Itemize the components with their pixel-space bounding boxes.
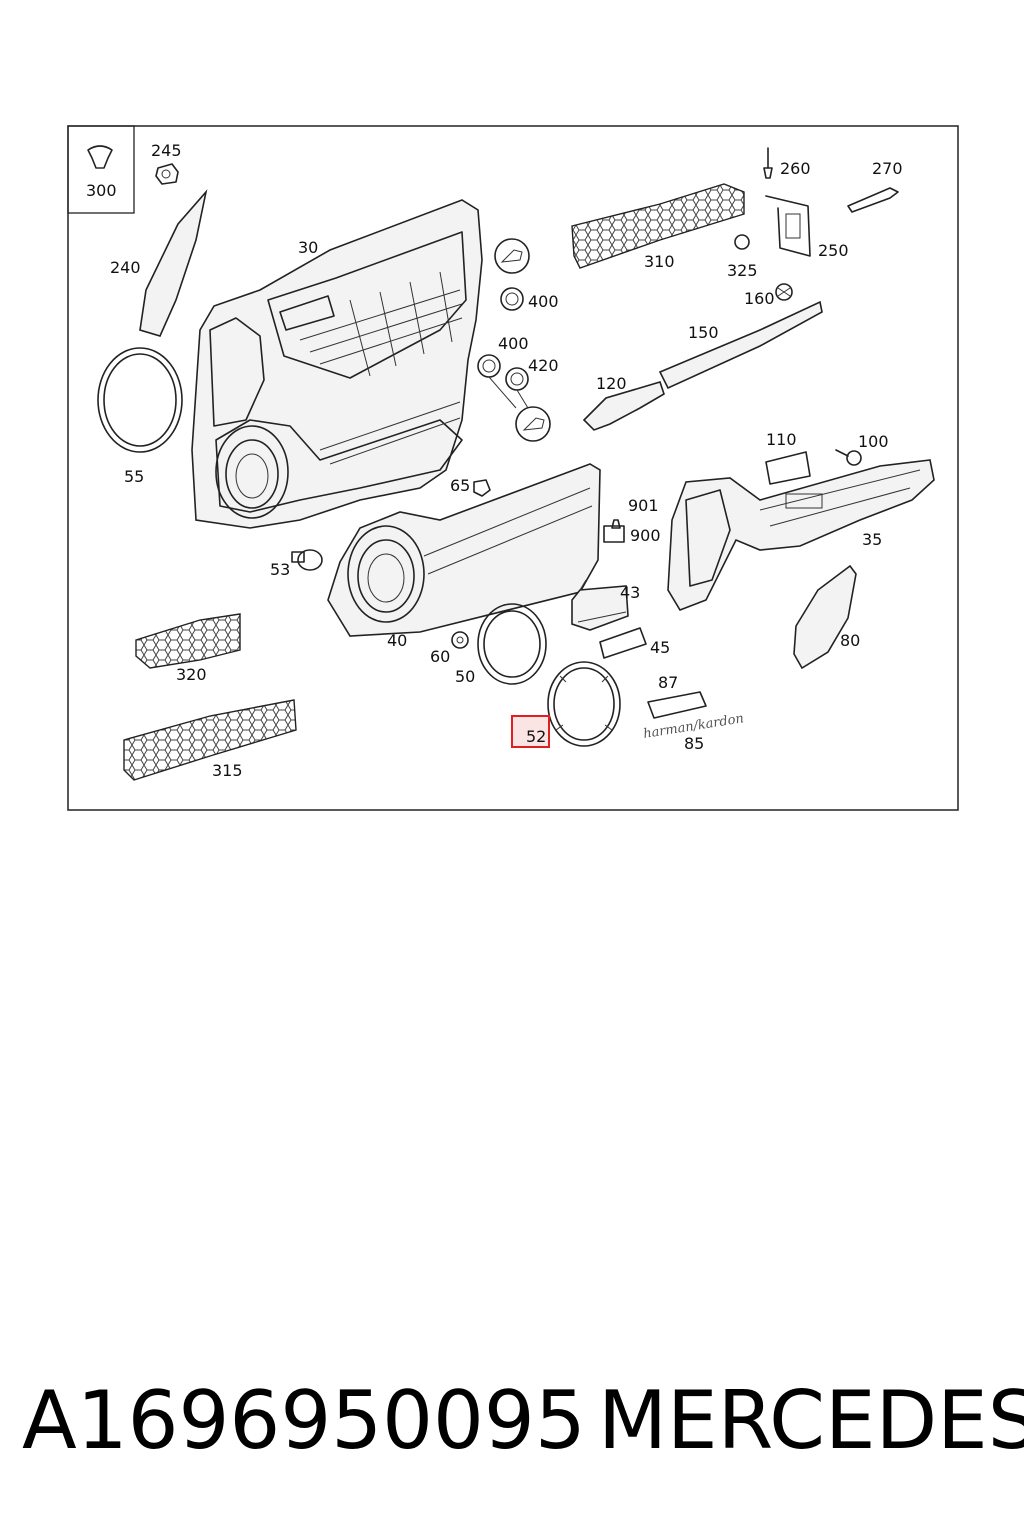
callout-150: 150 xyxy=(688,323,719,342)
callout-901: 901 xyxy=(628,496,659,515)
bracket-87-part xyxy=(647,691,707,719)
callout-400b: 400 xyxy=(498,334,529,353)
exploded-parts-diagram: harman/kardon 300 245 240 30 400 400 420… xyxy=(67,125,959,811)
callout-43: 43 xyxy=(620,583,640,602)
callout-270: 270 xyxy=(872,159,903,178)
fastener-60-icon xyxy=(451,631,469,649)
screw-100-icon xyxy=(835,449,862,466)
clip-325-icon xyxy=(734,234,750,250)
callout-320: 320 xyxy=(176,665,207,684)
clip-245-icon xyxy=(155,163,179,185)
grille-315-part xyxy=(123,699,297,781)
speaker-ring-50-part xyxy=(477,603,547,685)
callout-400a: 400 xyxy=(528,292,559,311)
callout-45: 45 xyxy=(650,638,670,657)
push-pin-53-icon xyxy=(291,549,323,571)
callout-245: 245 xyxy=(151,141,182,160)
callout-87: 87 xyxy=(658,673,678,692)
callout-65: 65 xyxy=(450,476,470,495)
callout-40: 40 xyxy=(387,631,407,650)
grommet-icon xyxy=(87,145,113,169)
callout-110: 110 xyxy=(766,430,797,449)
diagram-border xyxy=(67,125,959,811)
callout-60: 60 xyxy=(430,647,450,666)
clip-160-icon xyxy=(775,283,793,301)
part-number-label: A1696950095 xyxy=(22,1373,586,1467)
door-panel-40-part xyxy=(327,463,601,637)
fastener-400-420-group xyxy=(477,238,551,442)
brand-label: MERCEDES xyxy=(598,1373,1024,1467)
callout-52: 52 xyxy=(526,727,546,746)
cover-110-part xyxy=(765,451,811,485)
callout-240: 240 xyxy=(110,258,141,277)
switch-module-43-part xyxy=(571,519,629,631)
callout-250: 250 xyxy=(818,241,849,260)
trim-strip-240-part xyxy=(139,189,208,337)
callout-53: 53 xyxy=(270,560,290,579)
callout-900-label: 900 xyxy=(630,526,661,545)
handle-120-part xyxy=(582,381,665,431)
footer: A1696950095 MERCEDES xyxy=(0,1365,1024,1475)
callout-325: 325 xyxy=(727,261,758,280)
speaker-trim-ring-52-part xyxy=(547,661,621,747)
callout-310: 310 xyxy=(644,252,675,271)
panel-80-part xyxy=(793,564,857,670)
callout-80: 80 xyxy=(840,631,860,650)
callout-35: 35 xyxy=(862,530,882,549)
screw-260-icon xyxy=(763,147,773,179)
inset-box-300 xyxy=(67,125,135,214)
grille-320-part xyxy=(135,613,241,669)
callout-160: 160 xyxy=(744,289,775,308)
door-panel-30-part xyxy=(191,199,483,529)
callout-50: 50 xyxy=(455,667,475,686)
callout-420: 420 xyxy=(528,356,559,375)
grille-310-part xyxy=(571,183,745,269)
callout-85: 85 xyxy=(684,734,704,753)
gasket-ring-55-part xyxy=(97,347,183,453)
highlight-box-52 xyxy=(511,715,550,748)
callout-100: 100 xyxy=(858,432,889,451)
callout-120: 120 xyxy=(596,374,627,393)
callout-30: 30 xyxy=(298,238,318,257)
rivet-270-icon xyxy=(847,187,899,213)
callout-315: 315 xyxy=(212,761,243,780)
clip-65-icon xyxy=(473,479,491,497)
cover-45-part xyxy=(599,627,647,659)
bracket-250-part xyxy=(765,195,811,257)
trim-strip-150-part xyxy=(658,300,823,390)
callout-55: 55 xyxy=(124,467,144,486)
callout-300: 300 xyxy=(86,181,117,200)
door-panel-35-part xyxy=(667,459,935,611)
callout-260: 260 xyxy=(780,159,811,178)
